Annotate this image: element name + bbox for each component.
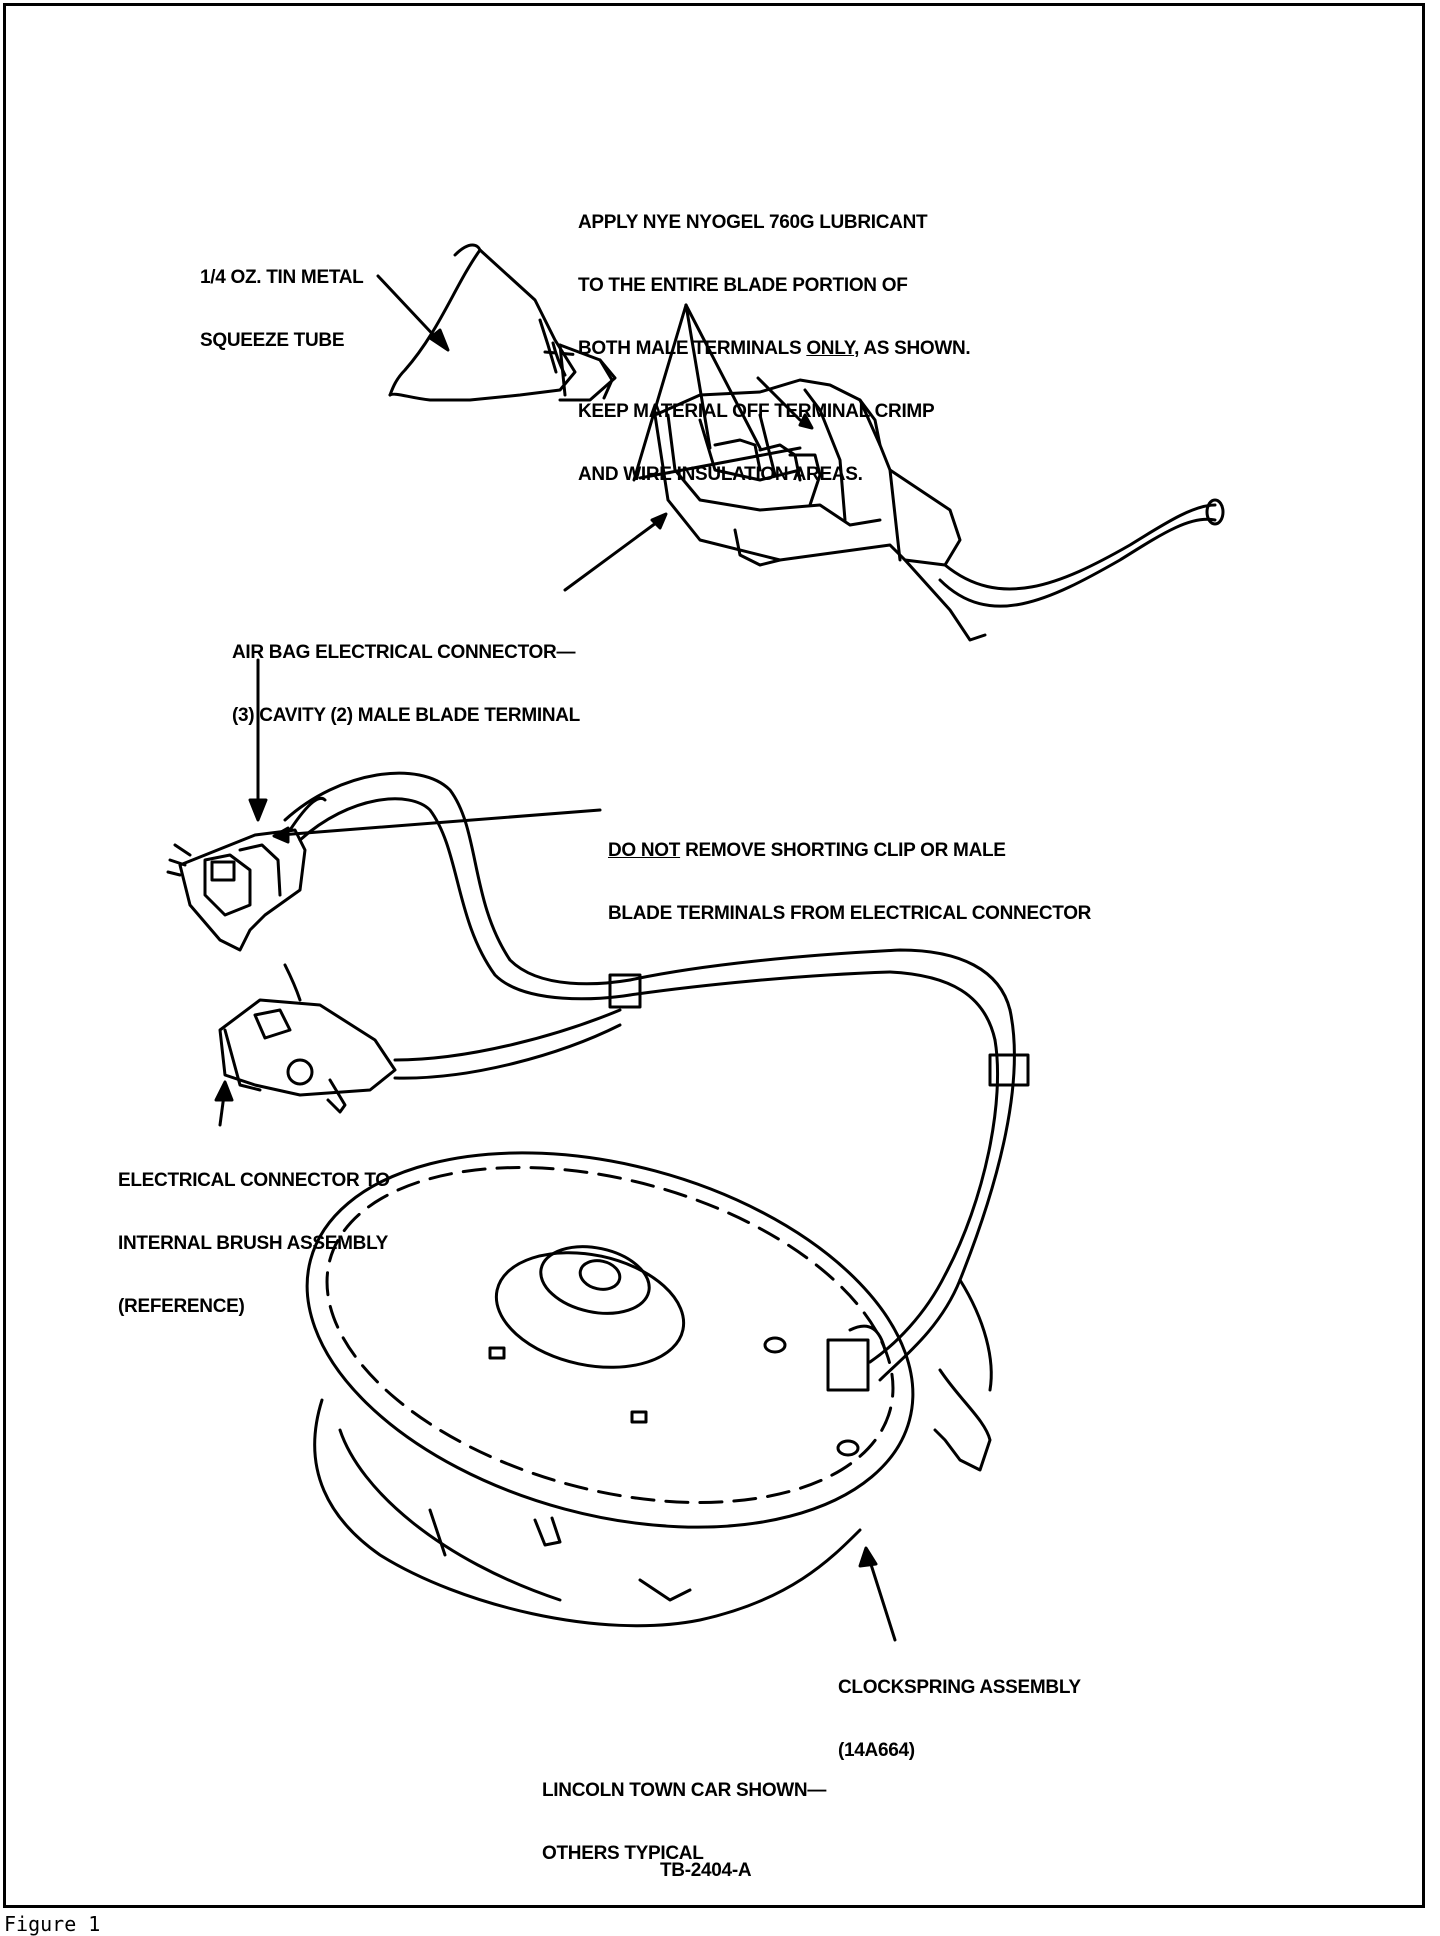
brush-connector-label: ELECTRICAL CONNECTOR TO INTERNAL BRUSH A… bbox=[118, 1170, 390, 1317]
reference-code: TB-2404-A bbox=[660, 1860, 752, 1881]
squeeze-tube-drawing bbox=[388, 243, 617, 402]
figure-caption: Figure 1 bbox=[4, 1912, 101, 1936]
figure-frame bbox=[3, 3, 1425, 1908]
airbag-connector-drawing bbox=[166, 796, 327, 952]
do-not-remove-label: DO NOT REMOVE SHORTING CLIP OR MALE BLAD… bbox=[608, 840, 1092, 924]
vehicle-note-label: LINCOLN TOWN CAR SHOWN— OTHERS TYPICAL bbox=[542, 1780, 827, 1864]
airbag-connector-label: AIR BAG ELECTRICAL CONNECTOR— (3) CAVITY… bbox=[232, 642, 580, 726]
lubricant-instruction-label: APPLY NYE NYOGEL 760G LUBRICANT TO THE E… bbox=[578, 212, 971, 485]
brush-connector-drawing bbox=[218, 963, 397, 1114]
clockspring-body-drawing bbox=[305, 1151, 992, 1628]
squeeze-tube-label: 1/4 OZ. TIN METAL SQUEEZE TUBE bbox=[200, 267, 364, 351]
clockspring-assembly-label: CLOCKSPRING ASSEMBLY (14A664) bbox=[838, 1677, 1081, 1761]
